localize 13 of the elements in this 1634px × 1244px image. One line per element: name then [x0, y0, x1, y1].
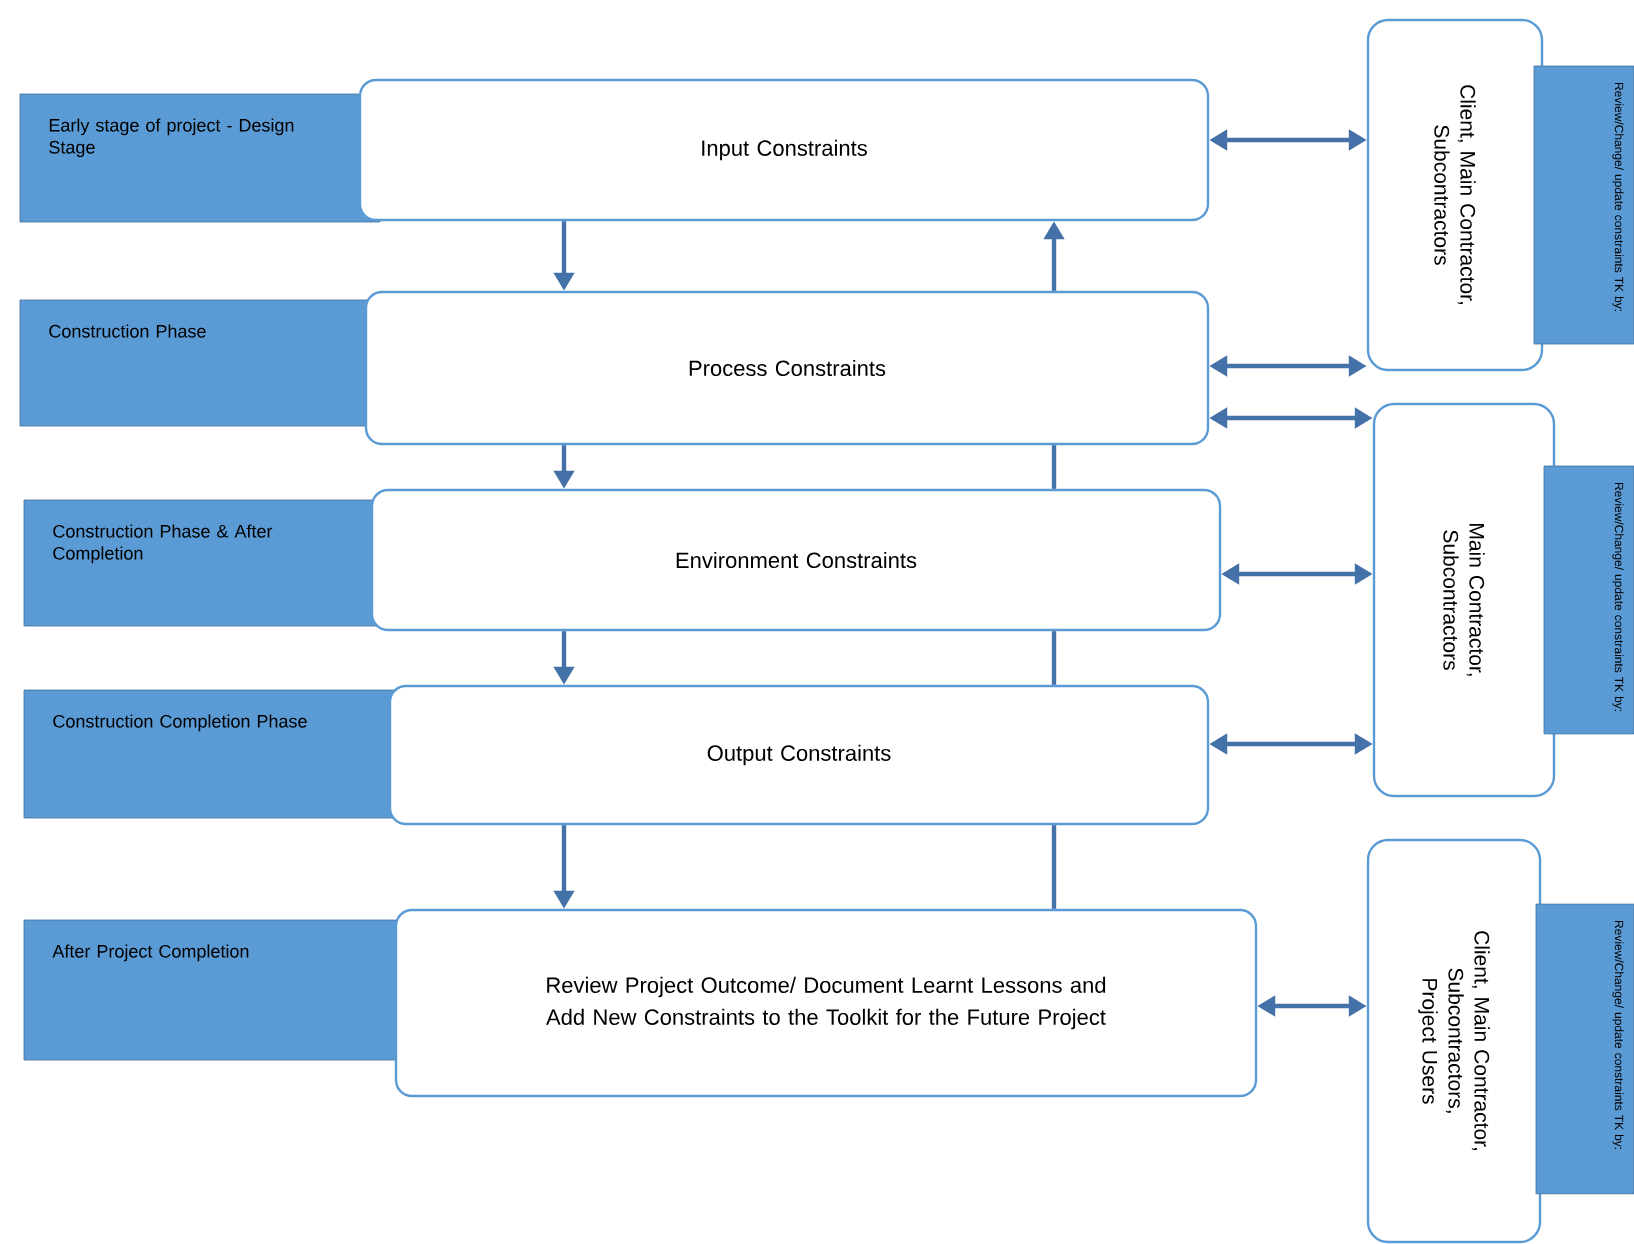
process-box: Output Constraints	[388, 684, 1210, 826]
process-box: Process Constraints	[364, 290, 1210, 446]
phase-label: Early stage of project - Design Stage	[19, 93, 381, 223]
process-box: Environment Constraints	[370, 488, 1222, 632]
stakeholder-box: Client, Main Contractor, Subcontractors	[1366, 18, 1544, 372]
phase-label: After Project Completion	[23, 919, 401, 1061]
phase-label: Construction Completion Phase	[23, 689, 401, 819]
stakeholder-box: Client, Main Contractor, Subcontractors, Project Users	[1366, 838, 1542, 1244]
phase-label: Construction Phase & After Completion	[23, 499, 391, 627]
stakeholder-box: Main Contractor, Subcontractors	[1372, 402, 1556, 798]
process-box: Review Project Outcome/ Document Learnt Lessons and Add New Constraints to the Toolkit for the Future Project	[394, 908, 1258, 1098]
process-box: Input Constraints	[358, 78, 1210, 222]
phase-label: Construction Phase	[19, 299, 381, 427]
